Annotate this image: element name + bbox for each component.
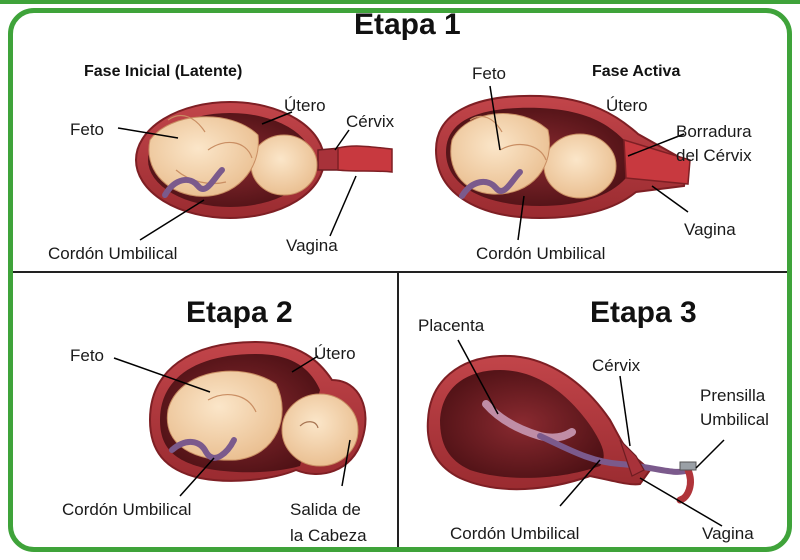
- active-borradura-label-line1: Borradura: [676, 122, 752, 142]
- stage3-prensilla-label-line1: Prensilla: [700, 386, 765, 406]
- stage2-feto-label: Feto: [70, 346, 104, 366]
- active-utero-label: Útero: [606, 96, 648, 116]
- active-vagina-label: Vagina: [684, 220, 736, 240]
- stage2-cordon-label: Cordón Umbilical: [62, 500, 191, 520]
- stage3-cordon-label: Cordón Umbilical: [450, 524, 579, 544]
- active-cordon-label: Cordón Umbilical: [476, 244, 605, 264]
- stage1-active-illustration: [436, 96, 690, 218]
- stage3-vagina-label: Vagina: [702, 524, 754, 544]
- stage3-prensilla-label-line2: Umbilical: [700, 410, 769, 430]
- stage2-title: Etapa 2: [186, 296, 293, 330]
- active-borradura-label-line2: del Cérvix: [676, 146, 752, 166]
- latent-cervix-label: Cérvix: [346, 112, 394, 132]
- stage2-utero-label: Útero: [314, 344, 356, 364]
- active-feto-label: Feto: [472, 64, 506, 84]
- stage2-salida-label-line1: Salida de: [290, 500, 361, 520]
- latent-utero-label: Útero: [284, 96, 326, 116]
- stage3-cervix-label: Cérvix: [592, 356, 640, 376]
- stage3-title: Etapa 3: [590, 296, 697, 330]
- stage3-placenta-label: Placenta: [418, 316, 484, 336]
- latent-feto-label: Feto: [70, 120, 104, 140]
- latent-vagina-label: Vagina: [286, 236, 338, 256]
- latent-phase-title: Fase Inicial (Latente): [84, 62, 242, 82]
- stage2-salida-label-line2: la Cabeza: [290, 526, 367, 546]
- active-phase-title: Fase Activa: [592, 62, 680, 82]
- stage3-illustration: [428, 356, 696, 500]
- stage1-title: Etapa 1: [354, 8, 461, 42]
- latent-cordon-label: Cordón Umbilical: [48, 244, 177, 264]
